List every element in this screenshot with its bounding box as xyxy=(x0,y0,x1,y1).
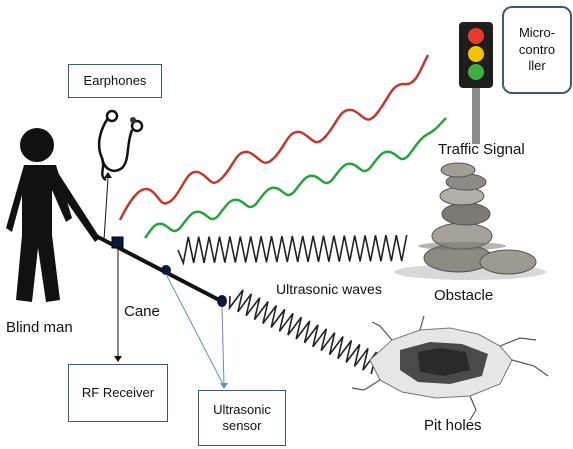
rf-receiver-box: RF Receiver xyxy=(68,364,168,422)
traffic-light-icon xyxy=(459,22,493,144)
ultrasonic-waves-label: Ultrasonic waves xyxy=(276,281,382,297)
sensor-marker-upper xyxy=(161,265,171,275)
rock-stack-icon xyxy=(394,162,546,280)
sensor-marker-lower xyxy=(217,295,227,307)
cane-label: Cane xyxy=(124,303,160,320)
microcontroller-text: Micro- contro ller xyxy=(518,24,556,74)
red-signal-wave xyxy=(118,54,430,221)
traffic-signal-label: Traffic Signal xyxy=(438,141,525,158)
earphone-arrowhead xyxy=(104,172,112,178)
rf-module-marker xyxy=(111,236,124,249)
pit-holes-label: Pit holes xyxy=(424,417,482,434)
earphones-text: Earphones xyxy=(83,72,147,88)
earphone-connector xyxy=(103,177,109,241)
sensor-arrowhead xyxy=(220,383,228,389)
blind-man-label: Blind man xyxy=(6,319,73,336)
ultrasonic-wave-lower xyxy=(228,289,378,375)
rf-arrowhead xyxy=(114,356,122,362)
sensor-connector-lower xyxy=(221,306,225,387)
ultrasonic-wave-upper xyxy=(177,234,408,266)
pit-hole-icon xyxy=(351,315,549,421)
blind-man-icon xyxy=(6,128,100,302)
obstacle-label: Obstacle xyxy=(434,287,494,304)
earphones-label: Earphones xyxy=(68,64,162,98)
ultrasonic-sensor-text: Ultrasonic sensor xyxy=(213,401,271,433)
earphones-icon xyxy=(97,109,144,182)
ultrasonic-sensor-box: Ultrasonic sensor xyxy=(198,390,286,446)
sensor-connector-upper xyxy=(166,275,225,387)
green-signal-wave xyxy=(144,117,447,239)
microcontroller-box: Micro- contro ller xyxy=(502,6,572,94)
rf-receiver-text: RF Receiver xyxy=(81,384,155,400)
